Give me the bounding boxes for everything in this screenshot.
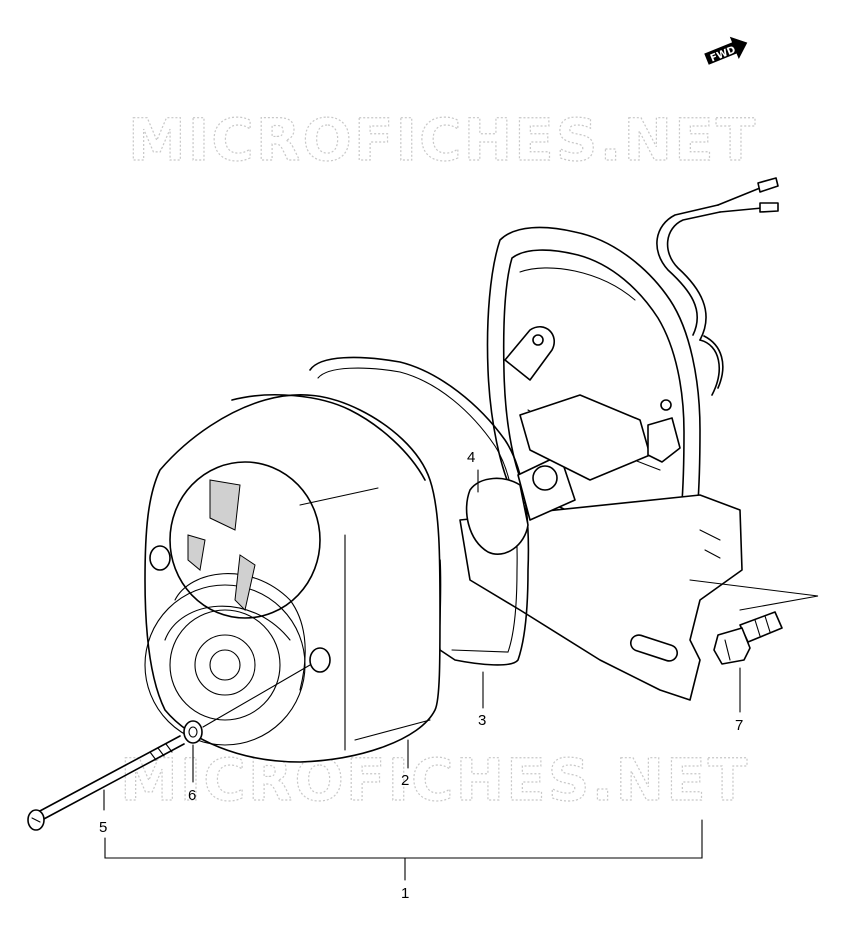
callout-6: 6 <box>188 787 196 804</box>
leader-lines <box>103 469 819 881</box>
callout-3: 3 <box>478 712 486 729</box>
callout-1: 1 <box>401 885 409 902</box>
mounting-bracket <box>459 494 743 701</box>
wiring-harness <box>656 177 779 396</box>
callout-2: 2 <box>401 772 409 789</box>
tail-lens <box>144 394 441 763</box>
bolt <box>713 611 783 665</box>
callouts: 1 2 3 4 5 6 7 <box>99 449 743 902</box>
bulb <box>465 454 576 555</box>
watermark-top: MICROFICHES.NET <box>128 106 757 174</box>
watermark-bottom: MICROFICHES.NET <box>120 746 749 814</box>
fwd-arrow-badge: FWD <box>704 36 748 65</box>
callout-4: 4 <box>467 449 475 466</box>
washer <box>183 720 203 744</box>
callout-5: 5 <box>99 819 107 836</box>
socket-plate <box>504 326 681 481</box>
callout-7: 7 <box>735 717 743 734</box>
gasket <box>309 356 530 666</box>
long-screw <box>27 735 185 831</box>
